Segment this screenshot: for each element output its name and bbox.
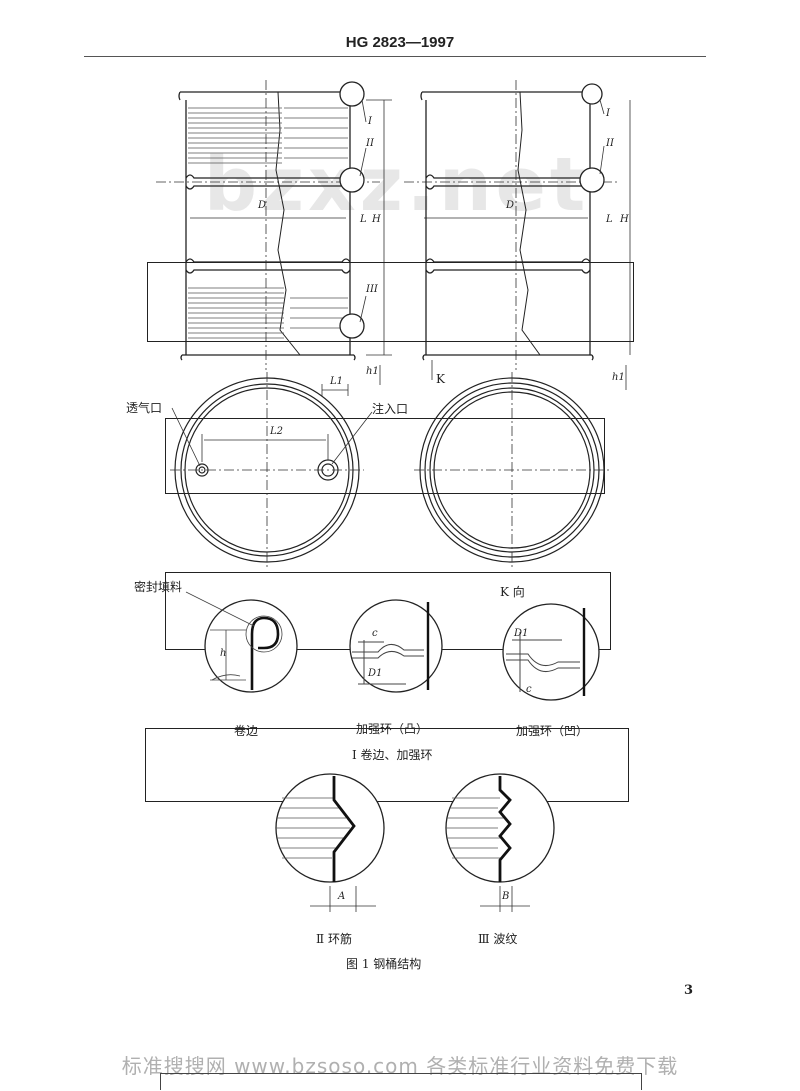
detail-i-label: I (368, 116, 372, 127)
rib-a-label: A (338, 891, 346, 902)
concave-c-label: c (526, 684, 532, 695)
diameter-label-right: D (506, 200, 515, 211)
height-l-label-left: L (360, 214, 367, 225)
height-h-label-right: H (620, 214, 629, 225)
height-h-label-left: H (372, 214, 381, 225)
fill-opening-label: 注入口 (372, 402, 409, 416)
overlay-box-2 (165, 418, 605, 494)
page-number: 3 (684, 983, 694, 998)
k-view-label: K 向 (500, 585, 525, 599)
overlay-box-4 (145, 728, 629, 802)
detail-i-drawings (185, 591, 600, 701)
concave-d1-label: D1 (514, 628, 529, 639)
overlay-box-1 (147, 262, 634, 342)
footer-rule (160, 1073, 642, 1090)
l1-label: L1 (330, 376, 344, 387)
seal-filler-label: 密封填料 (134, 580, 183, 594)
detail-ii-iii-drawings (275, 773, 555, 912)
curl-h-label: h (220, 648, 227, 659)
corrugation-b-label: B (502, 891, 510, 902)
watermark-text: bzxz.net (204, 142, 590, 228)
corrugation-caption: Ⅲ 波纹 (478, 932, 518, 946)
figure-caption: 图 1 钢桶结构 (346, 957, 422, 971)
document-header-code: HG 2823—1997 (345, 34, 455, 51)
drum-top-views-drawing (170, 372, 610, 568)
ring-concave-caption: 加强环（凹） (516, 724, 589, 738)
convex-d1-label: D1 (368, 668, 383, 679)
height-l-label-right: L (606, 214, 613, 225)
rib-caption: Ⅱ 环筋 (316, 932, 352, 946)
detail-ii-label: II (366, 138, 374, 149)
chime-height-label-right: h1 (612, 372, 625, 383)
header-rule (84, 56, 706, 57)
detail-iii-label: III (366, 284, 378, 295)
convex-c-label: c (372, 628, 378, 639)
chime-height-label-left: h1 (366, 366, 379, 377)
detail-i-group-caption: I 卷边、加强环 (352, 748, 433, 762)
footer-watermark: 标准搜搜网 www.bzsoso.com 各类标准行业资料免费下载 (121, 1054, 679, 1078)
ring-convex-caption: 加强环（凸） (356, 722, 429, 736)
detail-ii-right-label: II (606, 138, 614, 149)
vent-label: 透气口 (126, 401, 163, 415)
view-k-label: K (436, 372, 445, 386)
l2-label: L2 (270, 426, 284, 437)
curl-caption: 卷边 (234, 724, 259, 738)
detail-i-right-label: I (606, 108, 610, 119)
diameter-label-left: D (258, 200, 267, 211)
drum-side-views-drawing (156, 80, 631, 390)
